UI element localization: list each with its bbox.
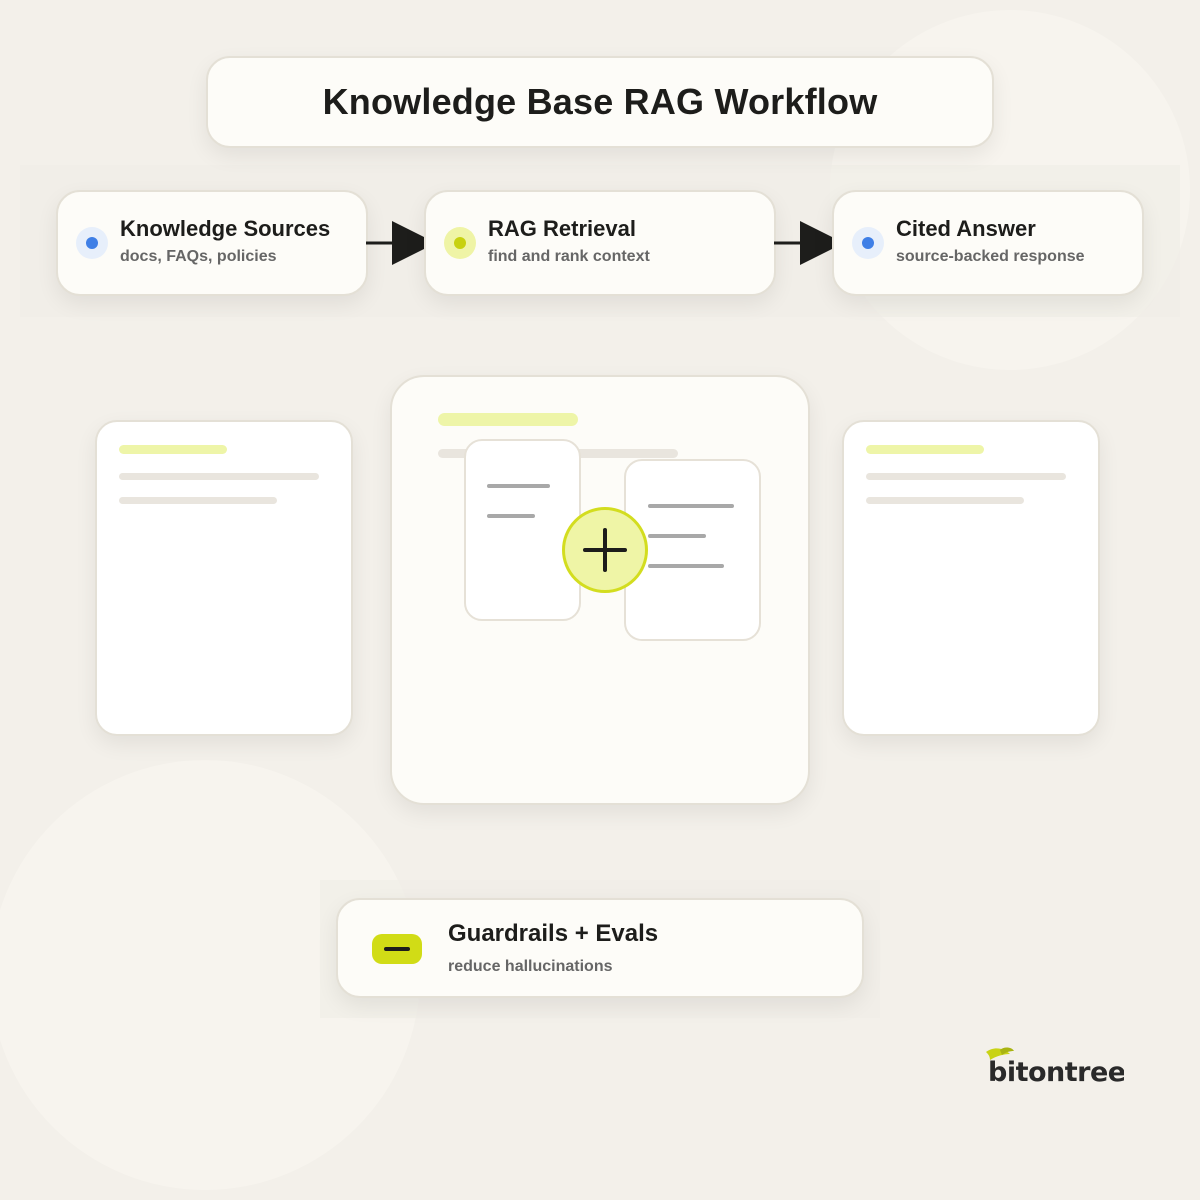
placeholder-line bbox=[119, 497, 277, 504]
step-cited-answer[interactable]: Cited Answer source-backed response bbox=[832, 190, 1144, 296]
arrow-right-icon bbox=[366, 221, 436, 265]
combine-button[interactable] bbox=[562, 507, 648, 593]
document-text-line bbox=[487, 484, 550, 488]
title-card: Knowledge Base RAG Workflow bbox=[206, 56, 994, 148]
status-dot-icon bbox=[852, 227, 884, 259]
svg-text:bitontree: bitontree bbox=[988, 1057, 1124, 1086]
guardrails-title: Guardrails + Evals bbox=[448, 920, 659, 947]
document-text-line bbox=[648, 564, 724, 568]
left-placeholder-panel bbox=[95, 420, 353, 736]
step-subtitle: find and rank context bbox=[488, 248, 650, 265]
arrow-right-icon bbox=[774, 221, 844, 265]
placeholder-line-highlight bbox=[866, 445, 984, 454]
document-text-line bbox=[648, 534, 706, 538]
placeholder-line bbox=[119, 473, 319, 480]
step-title: RAG Retrieval bbox=[488, 216, 636, 241]
guardrails-subtitle: reduce hallucinations bbox=[448, 958, 613, 975]
step-title: Cited Answer bbox=[896, 216, 1036, 241]
document-text-line bbox=[487, 514, 535, 518]
bitontree-logo: bitontree bbox=[986, 1047, 1124, 1086]
document-text-line bbox=[648, 504, 734, 508]
step-rag-retrieval[interactable]: RAG Retrieval find and rank context bbox=[424, 190, 776, 296]
step-subtitle: docs, FAQs, policies bbox=[120, 248, 277, 265]
guardrails-card[interactable]: Guardrails + Evals reduce hallucinations bbox=[336, 898, 864, 998]
placeholder-line-highlight bbox=[438, 413, 578, 426]
document-card-left bbox=[464, 439, 581, 621]
right-placeholder-panel bbox=[842, 420, 1100, 736]
plus-icon bbox=[583, 528, 627, 572]
step-subtitle: source-backed response bbox=[896, 248, 1085, 265]
placeholder-line-highlight bbox=[119, 445, 227, 454]
step-knowledge-sources[interactable]: Knowledge Sources docs, FAQs, policies bbox=[56, 190, 368, 296]
status-dot-icon bbox=[444, 227, 476, 259]
step-title: Knowledge Sources bbox=[120, 216, 331, 241]
minus-icon bbox=[372, 934, 422, 964]
page-title: Knowledge Base RAG Workflow bbox=[322, 81, 878, 122]
placeholder-line bbox=[866, 497, 1024, 504]
placeholder-line bbox=[866, 473, 1066, 480]
status-dot-icon bbox=[76, 227, 108, 259]
